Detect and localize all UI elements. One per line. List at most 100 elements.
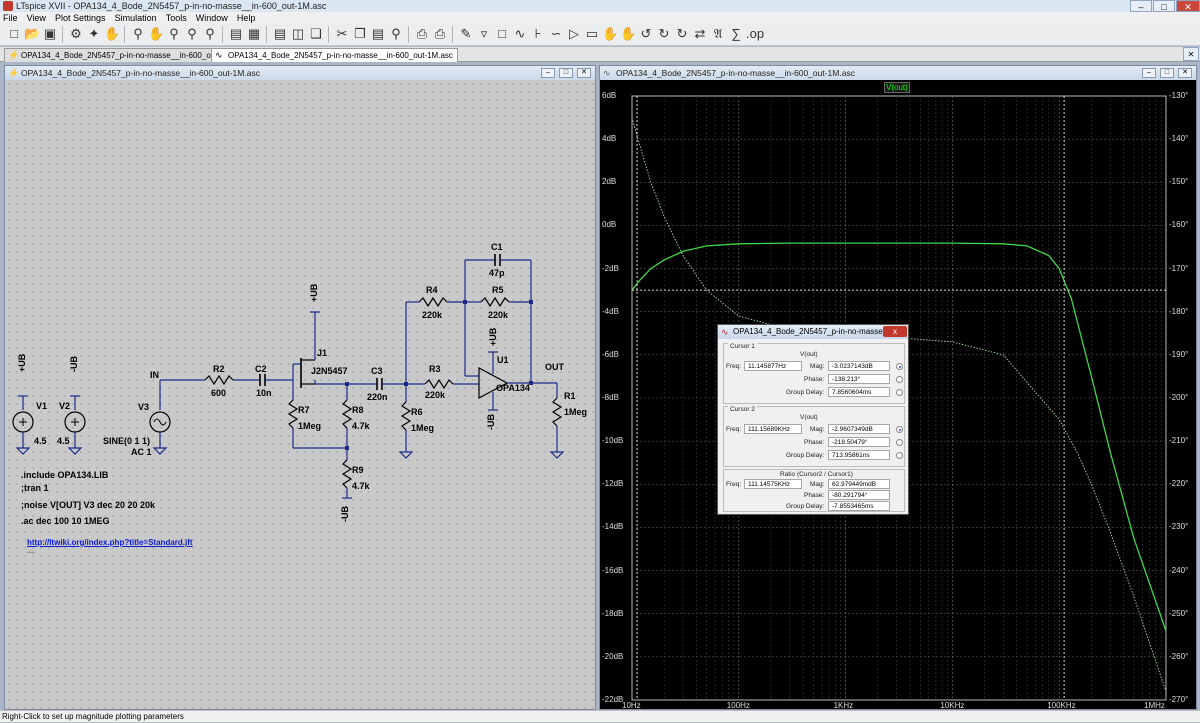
label-r7-val: 1Meg	[298, 421, 322, 431]
label-c2-val: 10n	[256, 388, 272, 398]
ltwiki-link[interactable]: http://ltwiki.org/index.php?title=Standa…	[27, 538, 193, 547]
op-directive-icon[interactable]: .op	[746, 26, 765, 41]
close-icon[interactable]: ✕	[577, 68, 591, 78]
new-schematic-icon[interactable]: □	[10, 26, 18, 41]
circuit-drawing	[12, 254, 565, 499]
move-icon[interactable]: ✋	[602, 26, 619, 41]
tile-horizontal-icon[interactable]: ▤	[273, 26, 287, 41]
minimize-icon[interactable]: –	[541, 68, 555, 78]
menu-file[interactable]: File	[3, 13, 18, 23]
maximize-icon[interactable]: □	[1153, 0, 1175, 12]
restore-icon[interactable]: □	[1160, 68, 1174, 78]
print-icon[interactable]: ⎙	[416, 26, 428, 41]
ratio-group-delay[interactable]: -7.8553465ms	[828, 501, 890, 511]
control-panel-icon[interactable]: ⚙	[70, 26, 82, 41]
tab-schematic-2[interactable]: ∿ OPA134_4_Bode_2N5457_p-in-no-masse__in…	[211, 48, 458, 62]
inductor-icon[interactable]: ∽	[550, 26, 562, 41]
drag-icon[interactable]: ✋	[620, 26, 637, 41]
close-icon[interactable]: ✕	[1176, 0, 1200, 12]
minimize-icon[interactable]: –	[1142, 68, 1156, 78]
cursor1-phase-radio[interactable]	[896, 376, 903, 383]
menu-tools[interactable]: Tools	[165, 13, 187, 23]
minimize-icon[interactable]: –	[1130, 0, 1152, 12]
zoom-fit-icon[interactable]: ⚲	[187, 26, 197, 41]
close-icon[interactable]: ✕	[1178, 68, 1192, 78]
cursor1-mag-radio[interactable]	[896, 363, 903, 370]
ground-icon[interactable]: ▿	[480, 26, 488, 41]
pick-visible-traces-icon[interactable]: ▦	[247, 26, 261, 41]
label-net-icon[interactable]: □	[498, 26, 506, 41]
cursor2-freq[interactable]: 111.15689KHz	[744, 424, 802, 434]
cursor2-gd-radio[interactable]	[896, 452, 903, 459]
text-icon[interactable]: 𝔄	[713, 26, 723, 41]
ratio-mag[interactable]: 62.979449mdB	[828, 479, 890, 489]
undo-icon[interactable]: ↺	[640, 26, 652, 41]
menu-help[interactable]: Help	[236, 13, 256, 23]
print-preview-icon[interactable]: ⎙	[434, 26, 446, 41]
ratio-freq[interactable]: 111.14575KHz	[744, 479, 802, 489]
open-icon[interactable]: 📂	[24, 26, 41, 41]
pan-icon[interactable]: ✋	[148, 26, 165, 41]
diode-icon[interactable]: ▷	[569, 26, 579, 41]
spice-directive-icon[interactable]: ∑	[731, 26, 741, 41]
find-icon[interactable]: ⚲	[391, 26, 401, 41]
directive-ac[interactable]: .ac dec 100 10 1MEG	[21, 516, 110, 526]
label-j1-model: J2N5457	[311, 366, 348, 376]
x-tick: 1MHz	[1144, 701, 1165, 710]
menu-window[interactable]: Window	[195, 13, 228, 23]
draw-wire-icon[interactable]: ✎	[460, 26, 472, 41]
menu-view[interactable]: View	[26, 13, 46, 23]
schematic-canvas[interactable]: +UB V1 4.5 -UB V2 4.5 V3 SINE(0 1 1) AC …	[5, 80, 595, 709]
cursor2-mag-radio[interactable]	[896, 426, 903, 433]
directive-include[interactable]: .include OPA134.LIB	[21, 470, 109, 480]
y-tick-left: 6dB	[602, 91, 617, 100]
paste-icon[interactable]: ▤	[371, 26, 385, 41]
save-icon[interactable]: ▣	[43, 26, 57, 41]
label-v3-ac: AC 1	[131, 447, 152, 457]
run-icon[interactable]: ✦	[88, 26, 100, 41]
halt-icon[interactable]: ✋	[104, 26, 121, 41]
cursor1-gd-radio[interactable]	[896, 389, 903, 396]
cursor1-mag[interactable]: -3.0237143dB	[828, 361, 890, 371]
label-v2-val: 4.5	[57, 436, 70, 446]
resistor-icon[interactable]: ∿	[514, 26, 526, 41]
menu-plot-settings[interactable]: Plot Settings	[55, 13, 106, 23]
ratio-phase[interactable]: -80.291794°	[828, 490, 890, 500]
menu-simulation[interactable]: Simulation	[114, 13, 157, 23]
directive-tran[interactable]: ;tran 1	[21, 483, 49, 493]
window-title: LTspice XVII - OPA134_4_Bode_2N5457_p-in…	[16, 1, 327, 11]
directive-noise[interactable]: ;noise V[OUT] V3 dec 20 20 20k	[21, 500, 156, 510]
mdi-area: ⚡ OPA134_4_Bode_2N5457_p-in-no-masse__in…	[0, 62, 1200, 710]
cascade-icon[interactable]: ❏	[310, 26, 322, 41]
cursor1-phase[interactable]: -138.213°	[828, 374, 890, 384]
cursor2-mag[interactable]: -2.9607349dB	[828, 424, 890, 434]
component-icon[interactable]: ▭	[585, 26, 599, 41]
x-tick: 100Hz	[726, 701, 750, 710]
label-r8-val: 4.7k	[352, 421, 370, 431]
cut-icon[interactable]: ✂	[336, 26, 348, 41]
cursor2-phase[interactable]: -218.50479°	[828, 437, 890, 447]
label-r6: R6	[411, 407, 423, 417]
copy-icon[interactable]: ❐	[354, 26, 366, 41]
zoom-in-icon[interactable]: ⚲	[133, 26, 143, 41]
trace-label[interactable]: V(out)	[884, 82, 910, 93]
cursor1-group-delay[interactable]: 7.8560604ms	[828, 387, 890, 397]
dialog-close-button[interactable]: x	[883, 326, 907, 337]
rotate-icon[interactable]: ↻	[676, 26, 688, 41]
cursor1-freq[interactable]: 11.145877Hz	[744, 361, 802, 371]
restore-icon[interactable]: □	[559, 68, 573, 78]
zoom-cancel-icon[interactable]: ⚲	[205, 26, 215, 41]
redo-icon[interactable]: ↻	[658, 26, 670, 41]
y-tick-right: -150°	[1169, 177, 1189, 187]
cursor2-phase-radio[interactable]	[896, 439, 903, 446]
cursor2-group-delay[interactable]: 713.95861ns	[828, 450, 890, 460]
autorange-icon[interactable]: ▤	[229, 26, 243, 41]
capacitor-icon[interactable]: ⊦	[534, 26, 542, 41]
zoom-out-icon[interactable]: ⚲	[169, 26, 179, 41]
mirror-icon[interactable]: ⇄	[694, 26, 706, 41]
y-tick-right: -140°	[1169, 134, 1189, 144]
close-tab-icon[interactable]: ✕	[1183, 47, 1199, 61]
tile-vertical-icon[interactable]: ◫	[291, 26, 305, 41]
waveform-icon: ∿	[721, 327, 729, 337]
